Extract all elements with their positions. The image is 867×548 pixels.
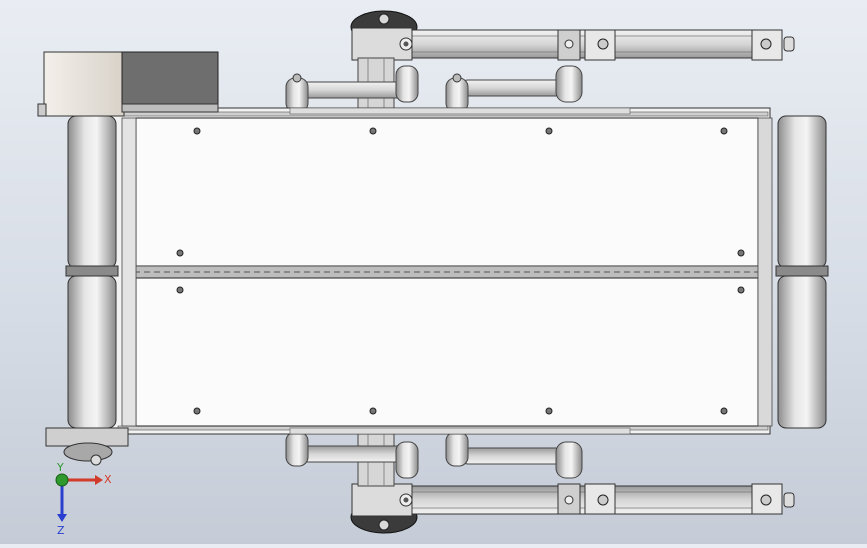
left-drive-roller [65, 115, 119, 429]
right-idler-roller [775, 115, 829, 429]
lower-belt [135, 277, 759, 427]
upper-belt [135, 117, 759, 267]
y-axis-label: Y [56, 462, 64, 474]
drive-motor [37, 51, 219, 117]
center-rail [123, 265, 771, 279]
z-axis-label: Z [57, 524, 65, 537]
top-support-assembly [285, 10, 795, 113]
bottom-support-assembly [285, 431, 795, 534]
coordinate-triad: X Y Z [40, 461, 130, 537]
x-axis-label: X [104, 473, 112, 486]
bearing-flange [45, 427, 129, 466]
y-axis-dot [55, 473, 69, 487]
